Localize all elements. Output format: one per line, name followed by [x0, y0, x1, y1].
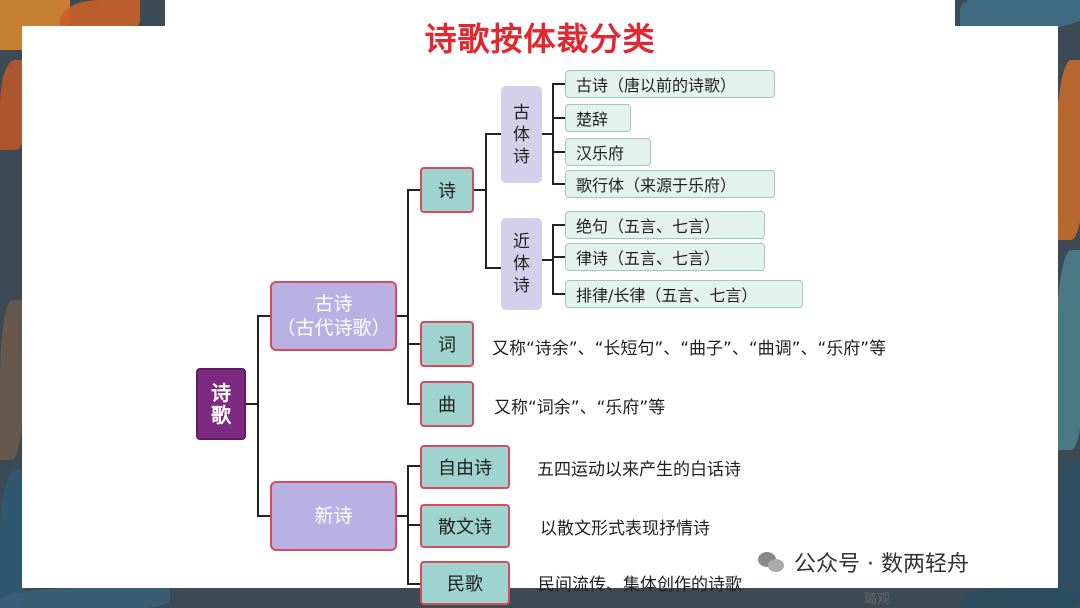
node-modern-poetry: 新诗 — [270, 481, 397, 551]
leaf-pailu: 排律/长律（五言、七言） — [565, 280, 803, 308]
leaf-chuci: 楚辞 — [565, 104, 631, 132]
node-qu: 曲 — [420, 381, 474, 427]
leaf-lushi: 律诗（五言、七言） — [565, 243, 765, 271]
node-folk-song-label: 民歌 — [447, 574, 483, 595]
node-qu-label: 曲 — [438, 395, 456, 416]
connector-ancient — [407, 189, 420, 405]
decorative-leaf — [0, 300, 24, 460]
node-jintishi: 近 体 诗 — [501, 218, 542, 310]
node-poetry-root-char2: 歌 — [211, 403, 231, 427]
node-ancient-poetry: 古诗 （古代诗歌） — [270, 281, 397, 351]
node-free-verse: 自由诗 — [420, 445, 510, 489]
node-free-verse-label: 自由诗 — [438, 458, 492, 479]
leaf-gushi-label: 古诗（唐以前的诗歌） — [576, 76, 737, 95]
watermark-text: 公众号 · 数两轻舟 — [794, 552, 969, 577]
node-modern-poetry-label: 新诗 — [314, 505, 353, 527]
watermark-sub: 璐观 — [864, 592, 891, 607]
leaf-jueju: 绝句（五言、七言） — [565, 211, 765, 239]
decorative-leaf — [1056, 60, 1080, 240]
node-gutishi: 古 体 诗 — [501, 86, 542, 183]
leaf-hanyuefu-label: 汉乐府 — [576, 144, 625, 163]
node-prose-poem: 散文诗 — [420, 504, 510, 548]
leaf-lushi-label: 律诗（五言、七言） — [576, 249, 721, 268]
node-jintishi-char1: 近 — [513, 232, 530, 252]
connector-modern — [407, 465, 420, 585]
prose-poem-description: 以散文形式表现抒情诗 — [540, 519, 710, 539]
leaf-hanyuefu: 汉乐府 — [565, 138, 651, 166]
leaf-gexingti-label: 歌行体（来源于乐府） — [576, 176, 737, 195]
node-folk-song: 民歌 — [420, 561, 510, 605]
wechat-icon — [758, 550, 786, 574]
decorative-leaf — [960, 0, 1080, 30]
node-shi: 诗 — [420, 167, 474, 213]
leaf-pailu-label: 排律/长律（五言、七言） — [576, 286, 758, 305]
node-gutishi-char3: 诗 — [513, 146, 530, 167]
watermark: 公众号 · 数两轻舟 — [758, 546, 969, 578]
decorative-leaf — [1056, 250, 1080, 450]
leaf-gexingti: 歌行体（来源于乐府） — [565, 170, 775, 198]
diagram-title: 诗歌按体裁分类 — [424, 20, 656, 58]
node-ci-label: 词 — [438, 335, 456, 356]
node-poetry-root-char1: 诗 — [211, 381, 231, 405]
node-jintishi-char2: 体 — [513, 254, 530, 274]
free-verse-description: 五四运动以来产生的白话诗 — [537, 460, 741, 480]
leaf-gushi: 古诗（唐以前的诗歌） — [565, 70, 775, 98]
folk-song-description: 民间流传、集体创作的诗歌 — [538, 575, 742, 595]
node-ancient-poetry-line2: （古代诗歌） — [276, 317, 391, 339]
node-ancient-poetry-line1: 古诗 — [314, 293, 353, 315]
connector-gutishi — [552, 83, 565, 185]
leaf-chuci-label: 楚辞 — [576, 110, 609, 129]
connector-shi — [485, 133, 501, 269]
node-jintishi-char3: 诗 — [513, 276, 530, 296]
leaf-jueju-label: 绝句（五言、七言） — [576, 217, 721, 236]
decorative-leaf — [0, 588, 170, 608]
node-prose-poem-label: 散文诗 — [438, 517, 492, 538]
decorative-leaf — [1056, 460, 1080, 608]
node-poetry-root: 诗 歌 — [196, 368, 246, 440]
connector-root — [257, 315, 270, 517]
qu-description: 又称“词余”、“乐府”等 — [494, 398, 666, 418]
node-ci: 词 — [420, 321, 474, 367]
decorative-leaf — [960, 588, 1080, 608]
node-gutishi-char1: 古 — [513, 102, 530, 123]
node-shi-label: 诗 — [438, 181, 456, 202]
node-gutishi-char2: 体 — [513, 124, 530, 145]
ci-description: 又称“诗余”、“长短句”、“曲子”、“曲调”、“乐府”等 — [492, 339, 887, 359]
diagram-panel-top — [165, 0, 955, 30]
connector-jintishi — [552, 224, 565, 295]
